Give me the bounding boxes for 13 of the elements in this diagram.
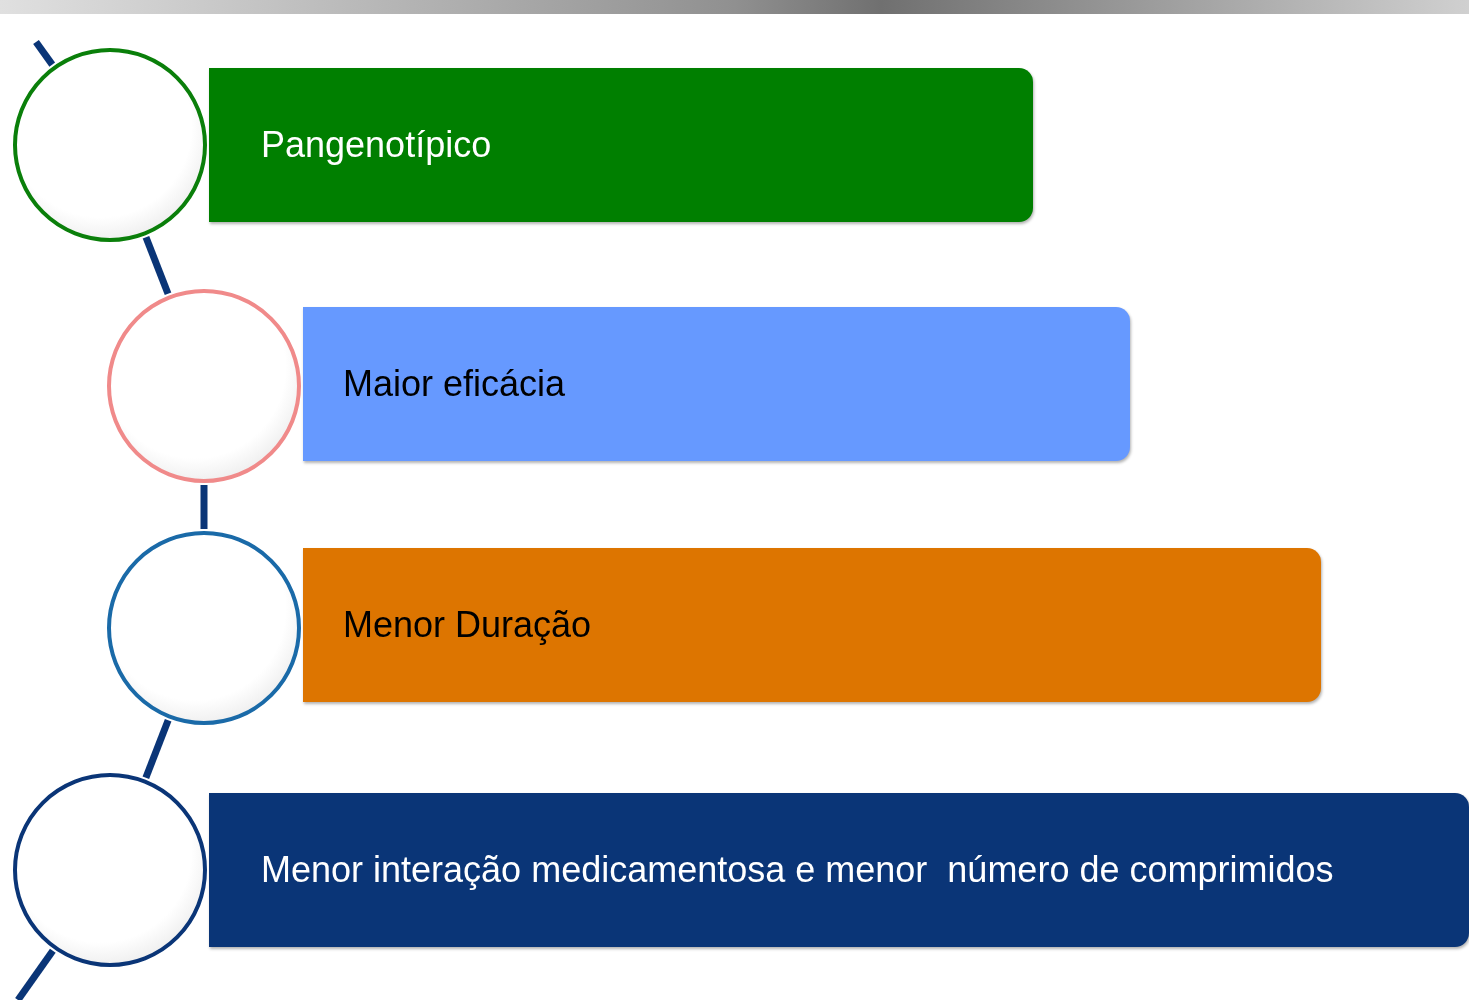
bar-label: Menor Duração xyxy=(343,604,592,646)
banner-bar xyxy=(209,68,1033,222)
connector-line xyxy=(142,235,172,296)
banner-bar xyxy=(209,793,1469,947)
connector-line xyxy=(142,719,172,779)
connector-line xyxy=(33,39,56,67)
connector-line xyxy=(15,948,56,1000)
banner-bar xyxy=(303,307,1130,461)
connector-line xyxy=(200,485,208,529)
banner-bar xyxy=(303,548,1321,702)
bar-label: Menor interação medicamentosa e menor número de comprimidos xyxy=(261,849,1334,891)
bar-label: Pangenotípico xyxy=(261,124,492,166)
bar-label: Maior eficácia xyxy=(343,363,566,405)
